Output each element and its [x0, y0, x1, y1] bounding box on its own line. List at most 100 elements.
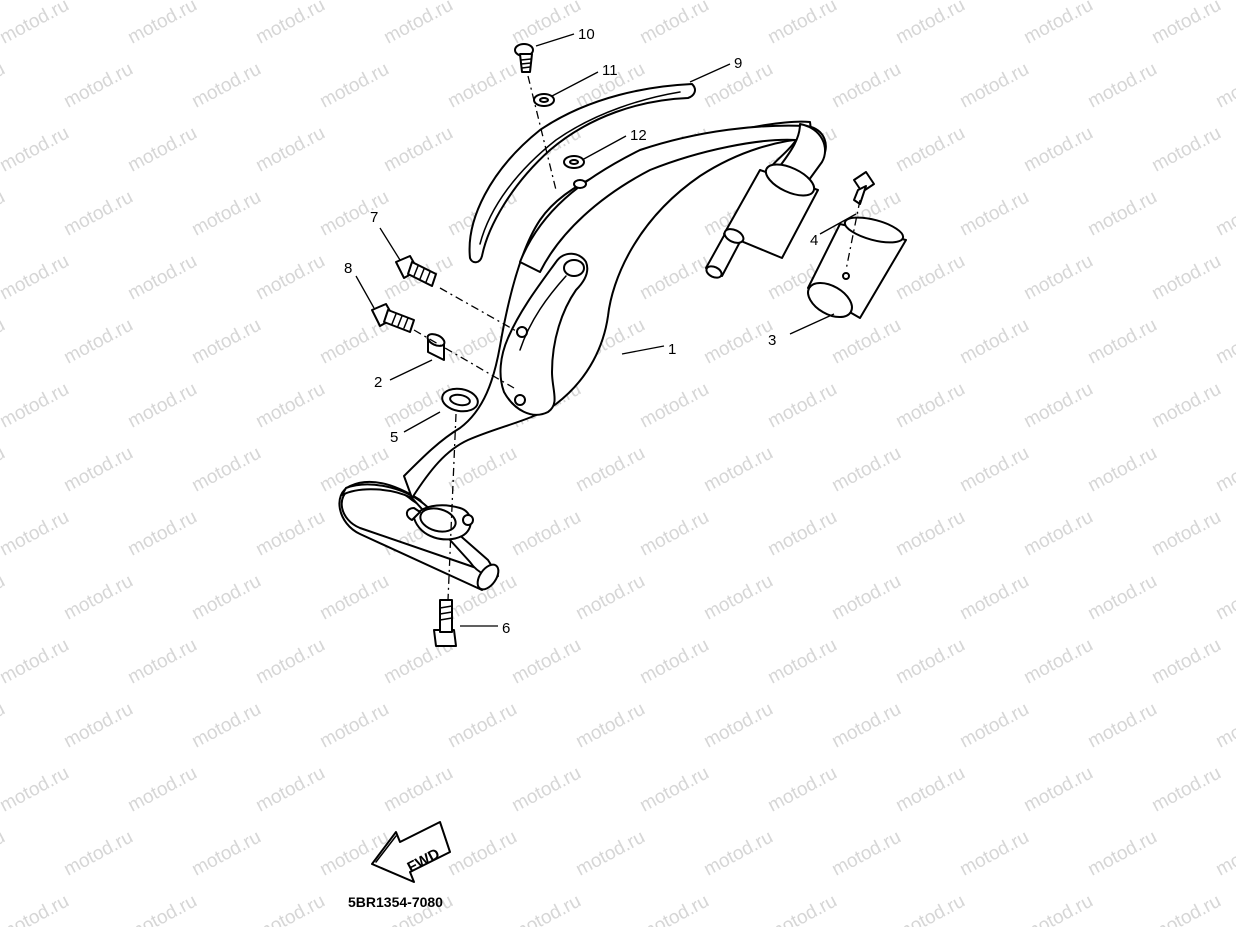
watermark-text: motod.ru: [316, 571, 392, 625]
watermark-text: motod.ru: [892, 379, 968, 433]
watermark-text: motod.ru: [124, 0, 200, 48]
watermark-text: motod.ru: [124, 635, 200, 689]
callout-11: 11: [602, 62, 618, 79]
watermark-text: motod.ru: [316, 59, 392, 113]
watermark-text: motod.ru: [1212, 827, 1236, 881]
watermark-text: motod.ru: [252, 507, 328, 561]
watermark-text: motod.ru: [892, 0, 968, 48]
watermark-text: motod.ru: [252, 379, 328, 433]
watermark-text: motod.ru: [0, 187, 9, 241]
sleeve-part-3: [807, 216, 907, 319]
watermark-text: motod.ru: [0, 891, 73, 927]
diagram-code: 5BR1354-7080: [348, 894, 443, 910]
watermark-text: motod.ru: [892, 635, 968, 689]
callout-8: 8: [344, 260, 352, 277]
watermark-text: motod.ru: [828, 315, 904, 369]
watermark-text: motod.ru: [572, 443, 648, 497]
watermark-text: motod.ru: [572, 827, 648, 881]
watermark-text: motod.ru: [1020, 891, 1096, 927]
watermark-text: motod.ru: [892, 251, 968, 305]
watermark-text: motod.ru: [60, 187, 136, 241]
watermark-text: motod.ru: [1020, 763, 1096, 817]
watermark-text: motod.ru: [252, 763, 328, 817]
watermark-text: motod.ru: [892, 763, 968, 817]
callout-7: 7: [370, 209, 378, 226]
watermark-text: motod.ru: [1020, 123, 1096, 177]
collar-part-2: [426, 333, 446, 361]
watermark-text: motod.ru: [188, 827, 264, 881]
watermark-text: motod.ru: [0, 0, 73, 48]
watermark-text: motod.ru: [60, 699, 136, 753]
watermark-text: motod.ru: [508, 635, 584, 689]
watermark-text: motod.ru: [60, 571, 136, 625]
watermark-text: motod.ru: [0, 443, 9, 497]
watermark-text: motod.ru: [1148, 891, 1224, 927]
watermark-text: motod.ru: [1148, 0, 1224, 48]
watermark-text: motod.ru: [828, 827, 904, 881]
watermark-text: motod.ru: [124, 123, 200, 177]
watermark-text: motod.ru: [124, 251, 200, 305]
watermark-text: motod.ru: [188, 315, 264, 369]
watermark-text: motod.ru: [764, 763, 840, 817]
watermark-text: motod.ru: [1212, 59, 1236, 113]
callout-10: 10: [578, 26, 595, 43]
watermark-text: motod.ru: [892, 891, 968, 927]
watermark-text: motod.ru: [188, 59, 264, 113]
watermark-text: motod.ru: [700, 571, 776, 625]
heat-guard-part-9: [468, 83, 696, 264]
watermark-text: motod.ru: [380, 0, 456, 48]
watermark-text: motod.ru: [1020, 507, 1096, 561]
callout-labels: 1 2 3 4 5 6 7 8 9 10 11 12: [344, 26, 818, 637]
watermark-text: motod.ru: [1212, 443, 1236, 497]
watermark-text: motod.ru: [636, 251, 712, 305]
watermark-text: motod.ru: [636, 891, 712, 927]
callout-6: 6: [502, 620, 510, 637]
watermark-text: motod.ru: [636, 763, 712, 817]
watermark-text: motod.ru: [828, 699, 904, 753]
watermark-text: motod.ru: [188, 443, 264, 497]
watermark-text: motod.ru: [252, 0, 328, 48]
watermark-text: motod.ru: [444, 443, 520, 497]
watermark-text: motod.ru: [1084, 571, 1160, 625]
watermark-text: motod.ru: [828, 571, 904, 625]
assembly-centerlines: [413, 75, 861, 601]
watermark-text: motod.ru: [1084, 315, 1160, 369]
watermark-text: motod.ru: [700, 827, 776, 881]
watermark-text: motod.ru: [316, 187, 392, 241]
watermark-text: motod.ru: [252, 251, 328, 305]
watermark-text: motod.ru: [188, 187, 264, 241]
watermark-text: motod.ru: [1084, 443, 1160, 497]
watermark-text: motod.ru: [1212, 571, 1236, 625]
watermark-text: motod.ru: [1212, 187, 1236, 241]
watermark-text: motod.ru: [508, 891, 584, 927]
watermark-text: motod.ru: [0, 123, 73, 177]
watermark-text: motod.ru: [1148, 763, 1224, 817]
watermark-text: motod.ru: [636, 0, 712, 48]
watermark-text: motod.ru: [892, 123, 968, 177]
watermark-text: motod.ru: [444, 59, 520, 113]
watermark-text: motod.ru: [124, 891, 200, 927]
watermark-text: motod.ru: [0, 59, 9, 113]
watermark-text: motod.ru: [764, 379, 840, 433]
callout-1: 1: [668, 341, 676, 358]
watermark-text: motod.ru: [124, 379, 200, 433]
watermark-text: motod.ru: [956, 443, 1032, 497]
callout-5: 5: [390, 429, 398, 446]
watermark-text: motod.ru: [956, 187, 1032, 241]
watermark-text: motod.ru: [1148, 123, 1224, 177]
watermark-text: motod.ru: [1020, 379, 1096, 433]
callout-3: 3: [768, 332, 776, 349]
watermark-text: motod.ru: [956, 699, 1032, 753]
grommet-part-12: [563, 155, 587, 189]
gasket-part-5: [441, 387, 479, 413]
watermark-text: motod.ru: [316, 699, 392, 753]
watermark-text: motod.ru: [60, 443, 136, 497]
watermark-text: motod.ru: [0, 635, 73, 689]
watermark-text: motod.ru: [1148, 379, 1224, 433]
watermark-text: motod.ru: [1148, 635, 1224, 689]
watermark-text: motod.ru: [0, 379, 73, 433]
watermark-text: motod.ru: [124, 763, 200, 817]
watermark-text: motod.ru: [0, 315, 9, 369]
watermark-text: motod.ru: [444, 827, 520, 881]
